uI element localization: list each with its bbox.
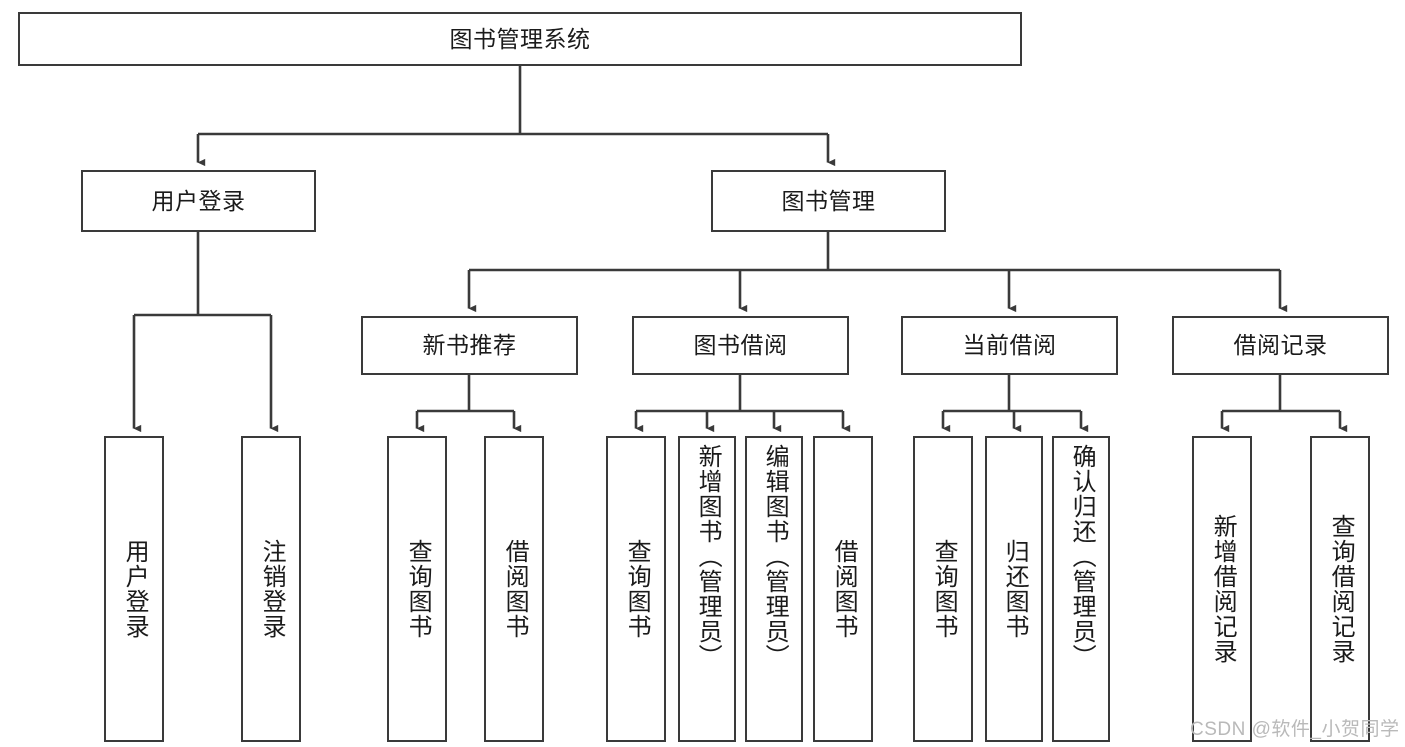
node-user-login-label: 用户登录 <box>151 187 246 214</box>
leaf-user-login-label: 用户登录 <box>121 539 149 639</box>
leaf-edit-book-admin[interactable]: 编辑图书（管理员） <box>745 436 803 742</box>
leaf-cur-query-book[interactable]: 查询图书 <box>913 436 973 742</box>
leaf-query-borrow-record-label: 查询借阅记录 <box>1327 514 1355 664</box>
node-current-borrow[interactable]: 当前借阅 <box>901 316 1118 375</box>
node-user-login[interactable]: 用户登录 <box>81 170 316 232</box>
node-book-borrow[interactable]: 图书借阅 <box>632 316 849 375</box>
leaf-borrow-query-book[interactable]: 查询图书 <box>606 436 666 742</box>
leaf-rec-query-book-label: 查询图书 <box>404 539 432 639</box>
leaf-add-book-admin[interactable]: 新增图书（管理员） <box>678 436 736 742</box>
leaf-edit-book-admin-label: 编辑图书（管理员） <box>761 444 789 669</box>
leaf-rec-query-book[interactable]: 查询图书 <box>387 436 447 742</box>
leaf-user-logout-label: 注销登录 <box>258 539 286 639</box>
node-book-manage-label: 图书管理 <box>781 187 876 214</box>
leaf-user-login[interactable]: 用户登录 <box>104 436 164 742</box>
leaf-confirm-return-admin-label: 确认归还（管理员） <box>1068 444 1096 669</box>
leaf-confirm-return-admin[interactable]: 确认归还（管理员） <box>1052 436 1110 742</box>
leaf-add-borrow-record-label: 新增借阅记录 <box>1209 514 1237 664</box>
node-current-borrow-label: 当前借阅 <box>962 332 1057 359</box>
leaf-rec-borrow-book-label: 借阅图书 <box>501 539 529 639</box>
node-new-book-rec[interactable]: 新书推荐 <box>361 316 578 375</box>
node-borrow-record-label: 借阅记录 <box>1233 332 1328 359</box>
leaf-return-book-label: 归还图书 <box>1001 539 1029 639</box>
node-book-manage[interactable]: 图书管理 <box>711 170 946 232</box>
node-new-book-rec-label: 新书推荐 <box>422 332 517 359</box>
leaf-add-book-admin-label: 新增图书（管理员） <box>694 444 722 669</box>
csdn-watermark: CSDN @软件_小贺同学 <box>1190 719 1400 740</box>
node-root[interactable]: 图书管理系统 <box>18 12 1022 66</box>
node-root-label: 图书管理系统 <box>449 25 591 52</box>
leaf-user-logout[interactable]: 注销登录 <box>241 436 301 742</box>
leaf-borrow-query-book-label: 查询图书 <box>623 539 651 639</box>
leaf-return-book[interactable]: 归还图书 <box>985 436 1043 742</box>
node-borrow-record[interactable]: 借阅记录 <box>1172 316 1389 375</box>
leaf-rec-borrow-book[interactable]: 借阅图书 <box>484 436 544 742</box>
leaf-add-borrow-record[interactable]: 新增借阅记录 <box>1192 436 1252 742</box>
leaf-borrow-book-label: 借阅图书 <box>830 539 858 639</box>
leaf-borrow-book[interactable]: 借阅图书 <box>813 436 873 742</box>
node-book-borrow-label: 图书借阅 <box>693 332 788 359</box>
leaf-cur-query-book-label: 查询图书 <box>930 539 958 639</box>
connector-group <box>132 66 1348 433</box>
leaf-query-borrow-record[interactable]: 查询借阅记录 <box>1310 436 1370 742</box>
